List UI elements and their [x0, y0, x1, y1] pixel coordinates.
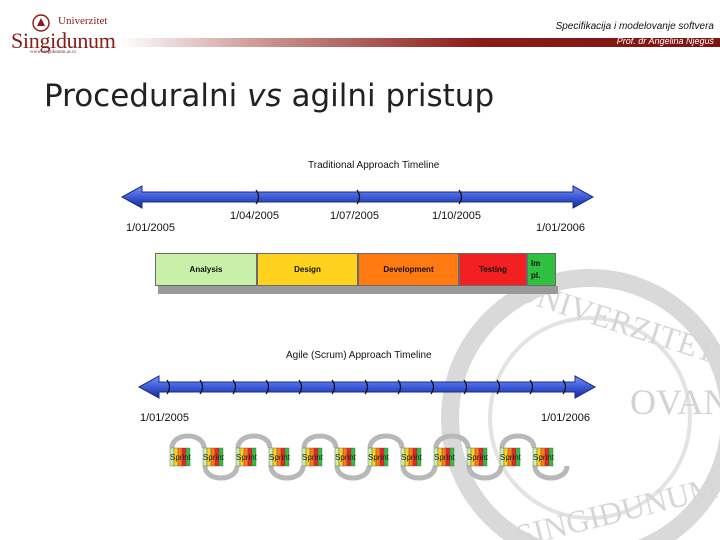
phase-design: Design: [257, 253, 358, 286]
sprint-cycle: [466, 447, 504, 481]
title-part2: vs: [247, 78, 282, 114]
agile-caption: Agile (Scrum) Approach Timeline: [286, 350, 432, 361]
sprint-cycle: [301, 433, 339, 467]
phase-testing: Testing: [459, 253, 527, 286]
sprint-label: Sprint: [401, 453, 422, 462]
sprint-label: Sprint: [434, 453, 455, 462]
phase-development: Development: [358, 253, 459, 286]
agile-tick: [463, 379, 468, 395]
trad-date-3: 1/10/2005: [432, 210, 481, 222]
trad-date-1: 1/04/2005: [230, 210, 279, 222]
agile-date-0: 1/01/2005: [140, 412, 189, 424]
sprint-label: Sprint: [170, 453, 191, 462]
agile-tick: [562, 379, 567, 395]
seal-icon: [32, 14, 50, 32]
sprint-label: Sprint: [335, 453, 356, 462]
agile-tick: [199, 379, 204, 395]
agile-timeline-arrow: [137, 375, 597, 399]
sprint-label: Sprint: [500, 453, 521, 462]
agile-tick: [430, 379, 435, 395]
sprint-cycle: [235, 433, 273, 467]
sprint-cycle: [433, 433, 471, 467]
phase-analysis: Analysis: [155, 253, 257, 286]
agile-tick: [529, 379, 534, 395]
logo-line2: Singidunum: [11, 28, 116, 53]
agile-tick: [496, 379, 501, 395]
trad-date-4: 1/01/2006: [536, 222, 585, 234]
agile-tick: [166, 379, 171, 395]
title-part3: agilni pristup: [281, 78, 495, 114]
phase-implementation-label: Im pl.: [531, 259, 541, 280]
agile-tick: [265, 379, 270, 395]
sprint-cycles: [169, 433, 570, 481]
sprint-label: Sprint: [368, 453, 389, 462]
agile-tick: [364, 379, 369, 395]
header-gradient-bar: [118, 38, 720, 47]
phase-shadow: [158, 286, 558, 294]
sprint-label: Sprint: [203, 453, 224, 462]
sprint-cycle: [499, 433, 537, 467]
author: Prof. dr Angelina Njeguš: [616, 36, 714, 46]
logo-line1: Univerzitet: [58, 15, 108, 27]
logo-web: www.singidunum.ac.rs: [30, 50, 76, 55]
sprint-cycle: [202, 447, 240, 481]
sprint-cycle: [367, 433, 405, 467]
title-part1: Proceduralni: [44, 78, 248, 114]
agile-tick: [397, 379, 402, 395]
sprint-cycle: [334, 447, 372, 481]
sprint-cycle: [400, 447, 438, 481]
sprint-cycle: [169, 433, 207, 467]
sprint-label: Sprint: [302, 453, 323, 462]
agile-tick: [331, 379, 336, 395]
agile-tick: [298, 379, 303, 395]
watermark-text-mid: OVANI: [630, 382, 720, 422]
sprint-label: Sprint: [533, 453, 554, 462]
trad-date-2: 1/07/2005: [330, 210, 379, 222]
slide-title: Proceduralni vs agilni pristup: [44, 78, 494, 114]
sprint-label: Sprint: [467, 453, 488, 462]
agile-date-1: 1/01/2006: [541, 412, 590, 424]
course-title: Specifikacija i modelovanje softvera: [555, 21, 714, 32]
traditional-caption: Traditional Approach Timeline: [308, 160, 440, 171]
sprint-cycle: [268, 447, 306, 481]
traditional-timeline-arrow: [120, 185, 595, 209]
trad-date-0: 1/01/2005: [126, 222, 175, 234]
sprint-label: Sprint: [269, 453, 290, 462]
phase-implementation: [527, 253, 556, 286]
agile-tick: [232, 379, 237, 395]
university-logo: Univerzitet Singidunum www.singidunum.ac…: [8, 12, 120, 56]
sprint-label: Sprint: [236, 453, 257, 462]
sprint-cycle: [532, 447, 570, 481]
